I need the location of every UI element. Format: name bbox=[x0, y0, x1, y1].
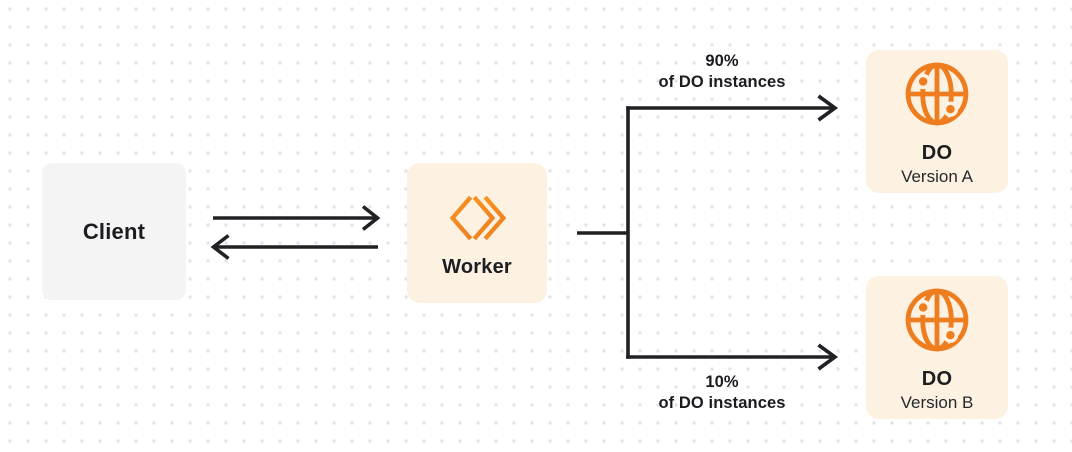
client-node: Client bbox=[42, 163, 186, 300]
client-label: Client bbox=[82, 218, 146, 244]
do-version-a-node: DO Version A bbox=[866, 50, 1008, 193]
globe-icon bbox=[903, 60, 971, 128]
worker-node: Worker bbox=[407, 163, 547, 303]
do-version-a-title: DO bbox=[921, 141, 953, 164]
worker-label: Worker bbox=[442, 255, 512, 278]
do-version-b-node: DO Version B bbox=[866, 276, 1008, 419]
edge-label-version-b-caption: of DO instances bbox=[658, 394, 786, 412]
edge-label-version-b-percent: 10% bbox=[705, 373, 739, 391]
edge-label-version-b: 10% of DO instances bbox=[622, 372, 822, 414]
globe-icon bbox=[903, 286, 971, 354]
do-version-a-subtitle: Version A bbox=[901, 166, 973, 186]
arrow-client-to-worker bbox=[213, 205, 381, 231]
edge-label-version-a-caption: of DO instances bbox=[658, 73, 786, 91]
do-version-b-subtitle: Version B bbox=[900, 392, 974, 412]
arrow-to-do-version-a bbox=[626, 94, 839, 122]
edge-label-version-a-percent: 90% bbox=[705, 52, 739, 70]
do-version-b-title: DO bbox=[921, 367, 953, 390]
workers-chevrons-icon bbox=[448, 194, 506, 242]
split-connector bbox=[577, 106, 630, 359]
arrow-to-do-version-b bbox=[626, 343, 839, 371]
edge-label-version-a: 90% of DO instances bbox=[622, 51, 822, 93]
arrow-worker-to-client bbox=[210, 234, 378, 260]
